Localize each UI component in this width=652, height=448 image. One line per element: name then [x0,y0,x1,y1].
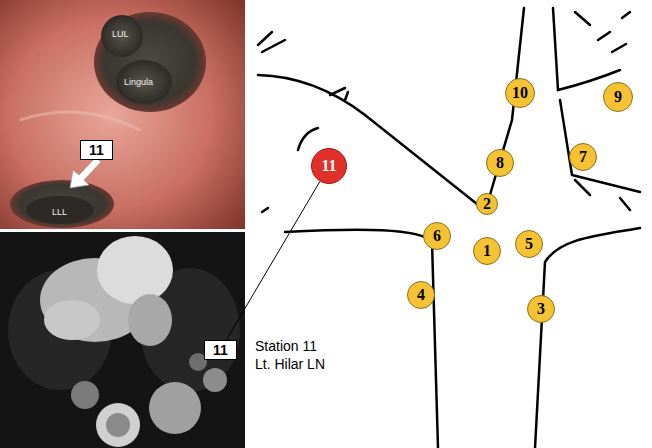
callout-number: 7 [579,148,587,166]
circle-shape [528,296,555,323]
callout-number: 9 [614,88,622,106]
station-circle: 8 [486,149,514,177]
bronchoscopy-photo [0,0,245,229]
station-circle: 5 [515,230,543,258]
callout-box: 11 [80,140,113,160]
station-circle: 7 [569,143,597,171]
station-circle: 1 [473,237,501,265]
bronchus-label: LLL [52,207,67,217]
station-circle: 3 [527,295,555,323]
station-circle: 10 [505,78,535,108]
callout-number: 11 [89,142,104,158]
circle-shape [312,149,347,184]
ct-scan [0,232,245,448]
circle-shape [516,231,543,258]
circle-shape [506,79,535,108]
station-circle: 6 [423,222,451,250]
station-circle: 9 [603,82,633,112]
callout-number: 6 [433,227,441,245]
station-label: Station 11 [255,338,317,354]
circle-shape [408,282,435,309]
bronchus-label: LUL [112,29,129,39]
circle-shape [477,194,498,215]
circle-shape [570,144,597,171]
circle-shape [474,238,501,265]
circle-shape [424,223,451,250]
callout-number: 2 [483,195,491,213]
station-circle: 4 [407,281,435,309]
leader-line [226,182,320,340]
circle-shape [604,83,633,112]
station-circle: 11 [311,148,347,184]
station-circle: 2 [476,193,498,215]
callout-number: 4 [417,286,425,304]
station-label: Lt. Hilar LN [255,356,325,372]
callout-number: 1 [483,242,491,260]
callout-number: 11 [321,157,336,175]
airway-tree [258,8,640,448]
callout-box: 11 [204,340,237,360]
callout-number: 3 [537,300,545,318]
bronchus-label: Lingula [124,77,153,87]
callout-number: 11 [213,342,228,358]
circle-shape [487,150,514,177]
callout-number: 5 [525,235,533,253]
callout-number: 8 [496,154,504,172]
callout-number: 10 [512,84,528,102]
